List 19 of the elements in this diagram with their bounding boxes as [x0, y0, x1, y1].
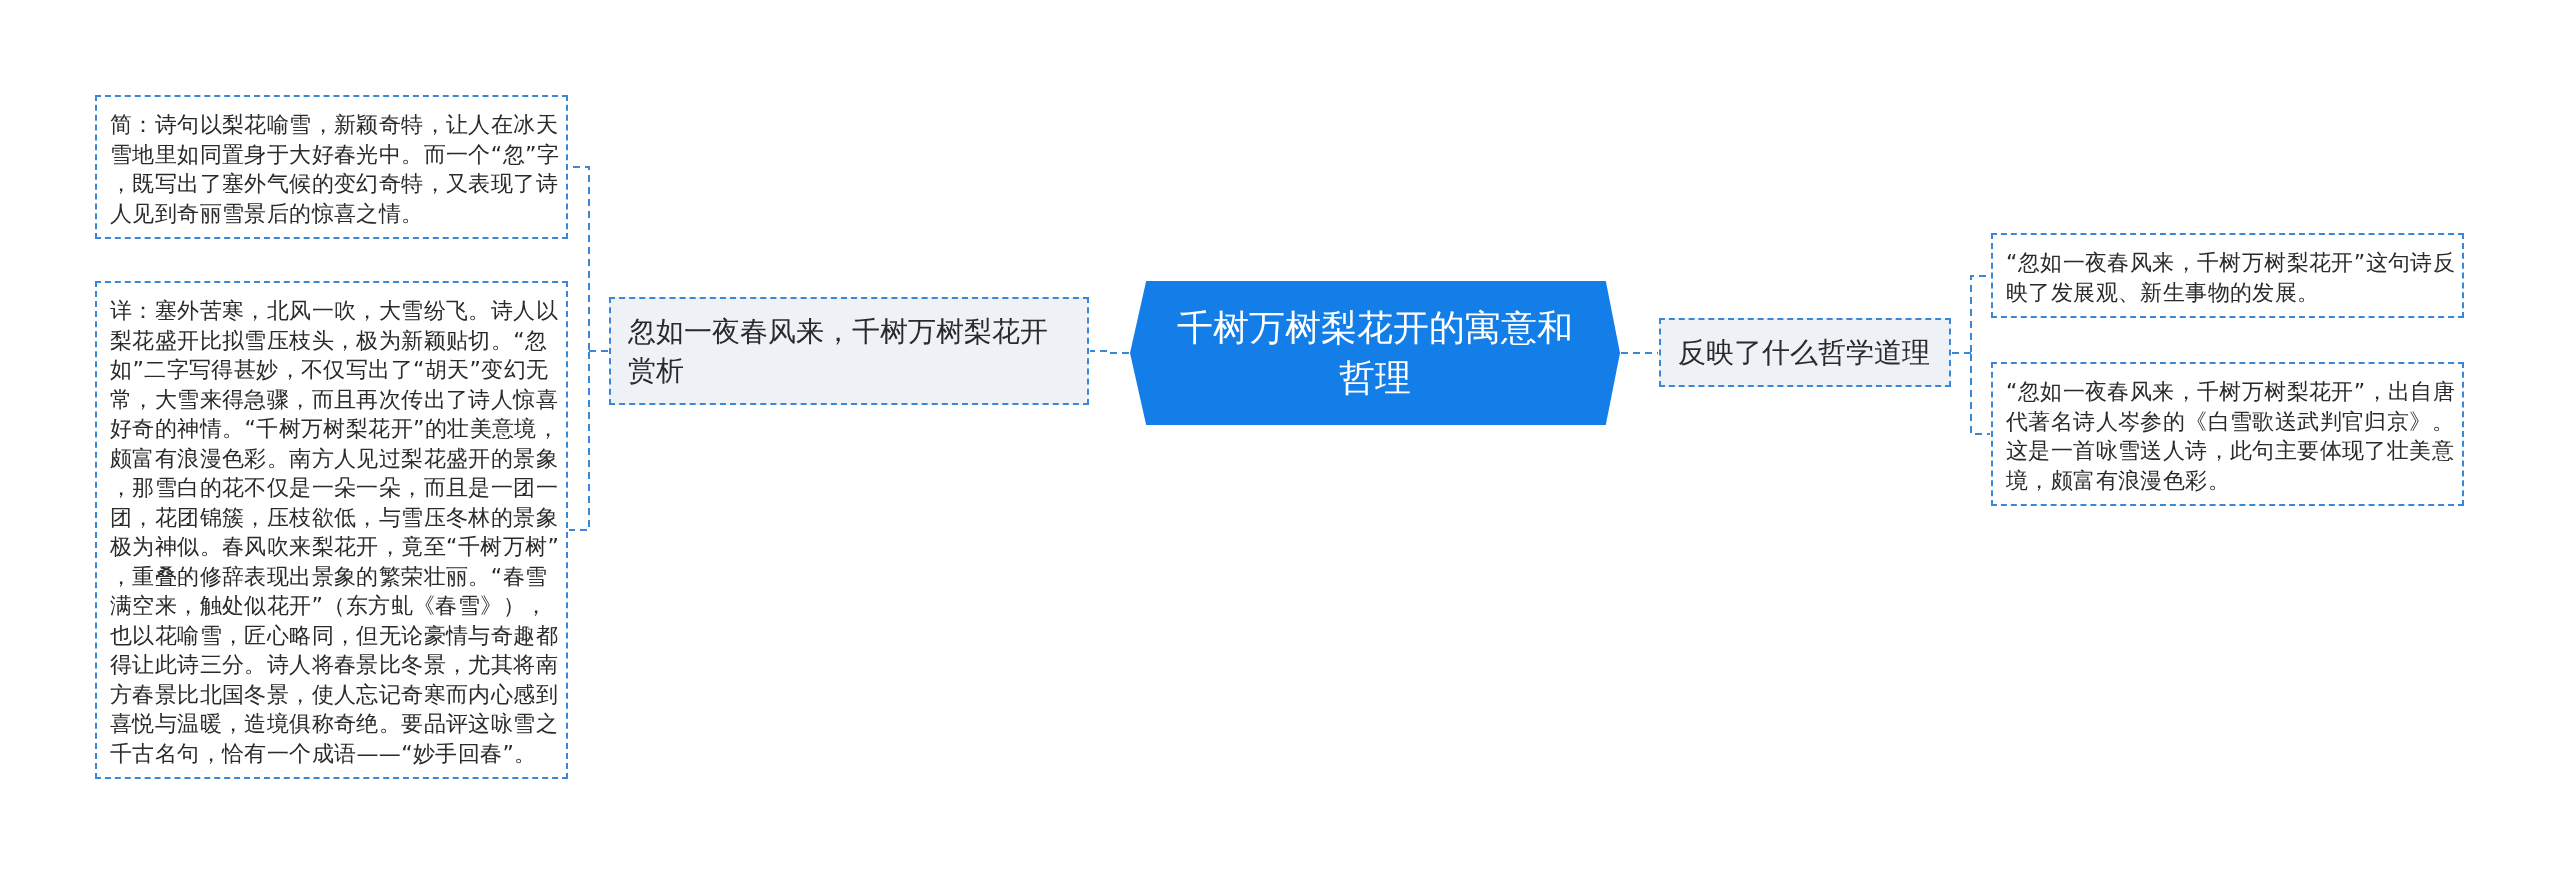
- note-card: [1991, 362, 2464, 506]
- branch-topic-title: 反映了什么哲学道理: [1678, 335, 1931, 371]
- connector-line: [1951, 352, 1973, 354]
- branch-topic-card: [1659, 318, 1951, 387]
- connector-line: [587, 350, 609, 352]
- connector-line: [1089, 350, 1130, 354]
- note-card: [1991, 233, 2464, 318]
- note-text: 简：诗句以梨花喻雪，新颖奇特，让人在冰天雪地里如同置身于大好春光中。而一个“忽”字，既写出了塞外气候的变幻奇特，又表现了诗人见到奇丽雪景后的惊喜之情。: [110, 111, 560, 228]
- note-text: “忽如一夜春风来，千树万树梨花开”，出自唐代著名诗人岑参的《白雪歌送武判官归京》。这是一首咏雪送人诗，此句主要体现了壮美意境，颇富有浪漫色彩。: [2006, 378, 2456, 495]
- central-topic-title: 千树万树梨花开的寓意和哲理: [1176, 306, 1574, 400]
- connector-line: [568, 351, 590, 531]
- note-text: “忽如一夜春风来，千树万树梨花开”这句诗反映了发展观、新生事物的发展。: [2006, 249, 2456, 307]
- branch-topic-card: [609, 297, 1089, 405]
- note-text: 详：塞外苦寒，北风一吹，大雪纷飞。诗人以梨花盛开比拟雪压枝头，极为新颖贴切。“忽如”二字写得甚妙，不仅写出了“胡天”变幻无常，大雪来得急骤，而且再次传出了诗人惊喜好奇的神情。“千树万树梨花开”的壮美意境，颇富有浪漫色彩。南方人见过梨花盛开的景象，那雪白的花不仅是一朵一朵，而且是一团一团，花团锦簇，压枝欲低，与雪压冬林的景象极为神似。春风吹来梨花开，竟至“千树万树”，重叠的修辞表现出景象的繁荣壮丽。“春雪满空来，触处似花开”（东方虬《春雪》），也以花喻雪，匠心略同，但无论豪情与奇趣都得让此诗三分。诗人将春景比冬景，尤其将南方春景比北国冬景，使人忘记奇寒而内心感到喜悦与温暖，造境俱称奇绝。要品评这咏雪之千古名句，恰有一个成语——“妙手回春”。: [110, 297, 560, 768]
- note-card: [95, 95, 568, 239]
- connector-line: [1970, 353, 1991, 435]
- connector-line: [1620, 352, 1659, 354]
- central-topic-hexagon: [1130, 281, 1620, 425]
- branch-topic-title: 忽如一夜春风来，千树万树梨花开赏析: [628, 314, 1049, 389]
